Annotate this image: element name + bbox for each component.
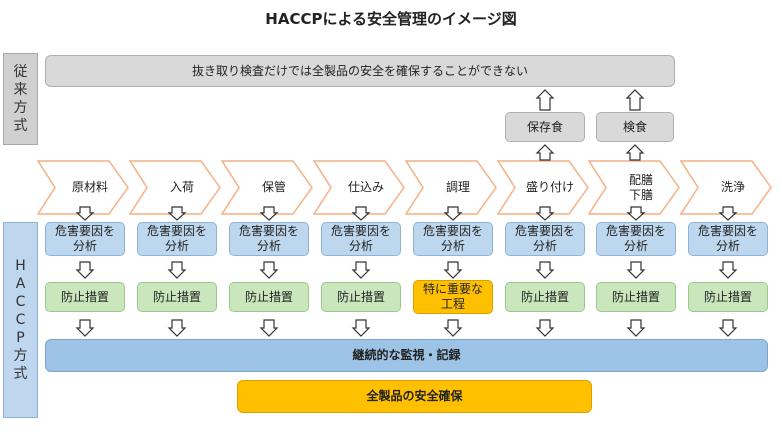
chevron-shape [680,160,772,215]
down-arrow-icon [259,319,279,337]
hazard-analysis-box: 危害要因を 分析 [413,222,493,256]
down-arrow-icon [351,206,371,221]
haccp-method-label: H A C C P 方 式 [3,222,38,418]
hazard-analysis-box: 危害要因を 分析 [688,222,768,256]
down-arrow-icon [75,206,95,221]
traditional-limitation-banner: 抜き取り検査だけでは全製品の安全を確保することができない [45,55,675,87]
down-arrow-icon [259,261,279,279]
chevron-shape [405,160,497,215]
side-char: A [15,276,26,292]
process-step-2: 入荷 [129,160,221,215]
side-char: C [15,294,26,310]
down-arrow-icon [626,261,646,279]
side-char: 方 [13,348,28,364]
process-step-label: 盛り付け [525,180,574,194]
process-step-label: 仕込み [347,180,384,194]
storage-sample-box: 保存食 [505,112,585,142]
process-step-6: 盛り付け [497,160,589,215]
hazard-analysis-box: 危害要因を 分析 [505,222,585,256]
down-arrow-icon [75,261,95,279]
down-arrow-icon [351,319,371,337]
hazard-analysis-box: 危害要因を 分析 [596,222,676,256]
down-arrow-icon [167,206,187,221]
prevention-measure-box: 防止措置 [321,282,401,312]
up-arrow-icon [625,89,645,111]
monitoring-banner: 継続的な監視・記録 [45,339,768,372]
down-arrow-icon [443,319,463,337]
chevron-shape [588,160,680,215]
prevention-measure-box: 防止措置 [45,282,125,312]
chevron-shape [313,160,405,215]
down-arrow-icon [259,206,279,221]
down-arrow-icon [718,319,738,337]
page-title: HACCPによる安全管理のイメージ図 [265,10,517,28]
process-step-label: 原材料 [71,180,108,194]
side-char: 式 [13,118,28,134]
down-arrow-icon [535,319,555,337]
down-arrow-icon [535,206,555,221]
side-char: 従 [13,64,28,80]
down-arrow-icon [626,319,646,337]
down-arrow-icon [167,319,187,337]
side-char: 来 [13,82,28,98]
side-char: H [15,258,26,274]
hazard-analysis-box: 危害要因を 分析 [45,222,125,256]
process-step-7: 配膳 下膳 [588,160,680,215]
prevention-measure-box: 防止措置 [137,282,217,312]
side-char: 方 [13,100,28,116]
prevention-measure-box: 防止措置 [688,282,768,312]
hazard-analysis-box: 危害要因を 分析 [229,222,309,256]
hazard-analysis-box: 危害要因を 分析 [137,222,217,256]
down-arrow-icon [718,206,738,221]
traditional-method-label: 従 来 方 式 [3,53,38,145]
prevention-measure-box: 防止措置 [505,282,585,312]
process-step-5: 調理 [405,160,497,215]
side-char: P [16,330,25,346]
process-step-label: 入荷 [169,180,194,194]
process-step-1: 原材料 [37,160,129,215]
process-step-label: 調理 [445,180,470,194]
inspection-box: 検食 [596,112,674,142]
side-char: C [15,312,26,328]
assurance-banner: 全製品の安全確保 [237,380,592,413]
chevron-shape [221,160,313,215]
down-arrow-icon [718,261,738,279]
chevron-shape [129,160,221,215]
process-step-8: 洗浄 [680,160,772,215]
process-step-label: 保管 [261,180,286,194]
up-arrow-icon [625,144,645,161]
down-arrow-icon [443,206,463,221]
down-arrow-icon [626,206,646,221]
side-char: 式 [13,366,28,382]
process-step-label: 配膳 下膳 [628,172,653,202]
down-arrow-icon [75,319,95,337]
up-arrow-icon [535,144,555,161]
down-arrow-icon [351,261,371,279]
process-step-4: 仕込み [313,160,405,215]
down-arrow-icon [167,261,187,279]
process-step-label: 洗浄 [720,180,745,194]
process-step-3: 保管 [221,160,313,215]
prevention-measure-box: 防止措置 [596,282,676,312]
down-arrow-icon [535,261,555,279]
up-arrow-icon [535,89,555,111]
hazard-analysis-box: 危害要因を 分析 [321,222,401,256]
chevron-shape [37,160,129,215]
chevron-shape [497,160,589,215]
down-arrow-icon [443,261,463,279]
prevention-measure-box: 防止措置 [229,282,309,312]
critical-process-box: 特に重要な 工程 [413,280,493,314]
